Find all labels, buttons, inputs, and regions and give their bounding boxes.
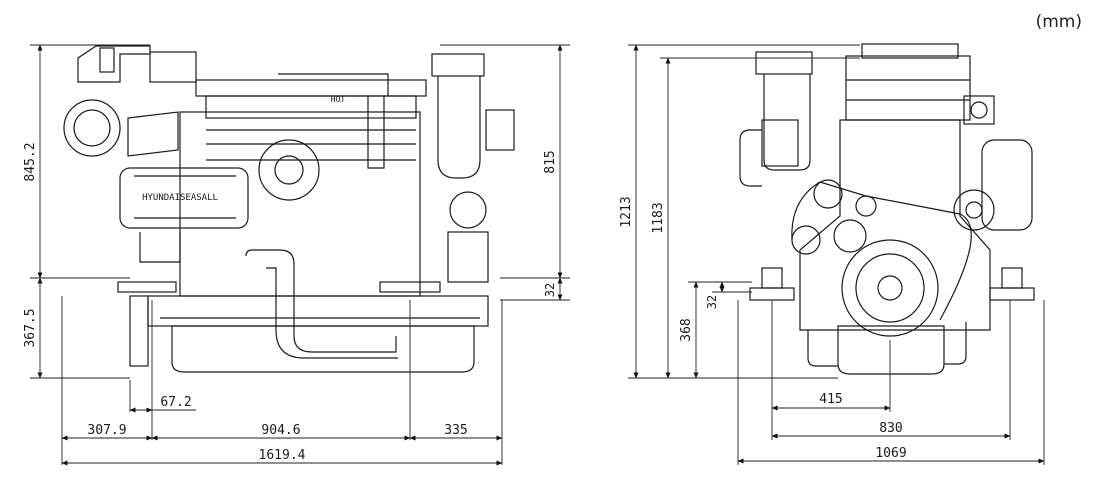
front-view-engine (739, 43, 1035, 375)
dim-side-front-segment: 307.9 (87, 423, 126, 438)
dim-front-total-width: 1069 (875, 446, 906, 461)
side-view-dimensions (30, 44, 570, 466)
dim-side-mount-offset: 32 (543, 283, 557, 297)
dim-front-mount-width: 830 (879, 421, 902, 436)
side-view-engine (63, 45, 515, 373)
dim-side-total-height: 845.2 (23, 142, 38, 181)
dim-side-upper-height: 815 (543, 150, 558, 173)
brand-label: HYUNDAISEASALL (142, 193, 218, 203)
dim-front-total-height: 1213 (619, 196, 634, 227)
dim-front-lower-height: 368 (679, 318, 694, 341)
dim-side-rear-segment: 335 (444, 423, 467, 438)
dim-front-mount-offset: 32 (705, 295, 719, 309)
dim-side-middle-segment: 904.6 (261, 423, 300, 438)
front-view-dimensions (628, 44, 1045, 465)
dim-front-upper-height: 1183 (651, 202, 666, 233)
unit-label: (mm) (1035, 12, 1082, 32)
dim-side-lower-height: 367.5 (23, 308, 38, 347)
dim-front-half-width: 415 (819, 392, 842, 407)
dim-side-total-length: 1619.4 (259, 448, 306, 463)
hot-warning-label: HOT (331, 95, 346, 104)
dim-side-mount-inset: 67.2 (160, 395, 191, 410)
